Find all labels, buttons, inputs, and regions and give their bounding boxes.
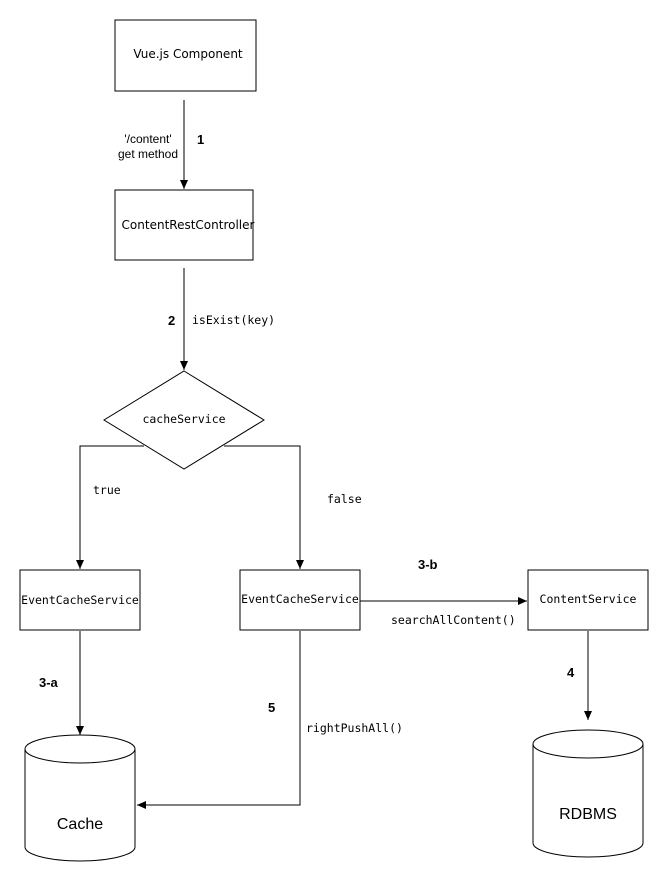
vue-component-node: Vue.js Component xyxy=(114,19,257,92)
cache-database-label: Cache xyxy=(57,816,103,833)
edge-3b-label: searchAllContent() xyxy=(391,613,516,627)
edge-2-label: isExist(key) xyxy=(192,313,275,327)
step-5: 5 xyxy=(268,700,275,715)
step-3b: 3-b xyxy=(418,557,438,572)
cache-service-label: cacheService xyxy=(142,412,225,426)
step-1: 1 xyxy=(197,132,204,147)
false-label: false xyxy=(327,492,362,506)
event-cache-service-mid-node: EventCacheService xyxy=(239,569,361,631)
rdbms-database-label: RDBMS xyxy=(559,806,617,823)
content-service-label: ContentService xyxy=(540,592,637,606)
step-4: 4 xyxy=(567,665,575,680)
edge-decision-true xyxy=(76,445,144,569)
edge-decision-false xyxy=(224,445,304,569)
rdbms-database: RDBMS xyxy=(532,729,644,858)
cache-database: Cache xyxy=(24,734,136,862)
edge-1-label-line1: '/content' xyxy=(124,132,171,146)
step-3a: 3-a xyxy=(39,675,59,690)
content-rest-controller-node: ContentRestController xyxy=(114,189,255,261)
vue-component-label: Vue.js Component xyxy=(133,47,243,61)
edge-1-label-line2: get method xyxy=(118,147,178,161)
edge-5-label: rightPushAll() xyxy=(306,721,403,735)
content-rest-controller-label: ContentRestController xyxy=(122,218,255,232)
cache-service-decision: cacheService xyxy=(103,370,265,470)
event-cache-service-left-label: EventCacheService xyxy=(21,593,139,607)
edge-eventcache-to-cache-push xyxy=(137,631,301,809)
event-cache-service-left-node: EventCacheService xyxy=(19,569,141,631)
true-label: true xyxy=(93,483,121,497)
step-2: 2 xyxy=(168,313,175,328)
content-service-node: ContentService xyxy=(527,569,649,631)
event-cache-service-mid-label: EventCacheService xyxy=(241,592,359,606)
